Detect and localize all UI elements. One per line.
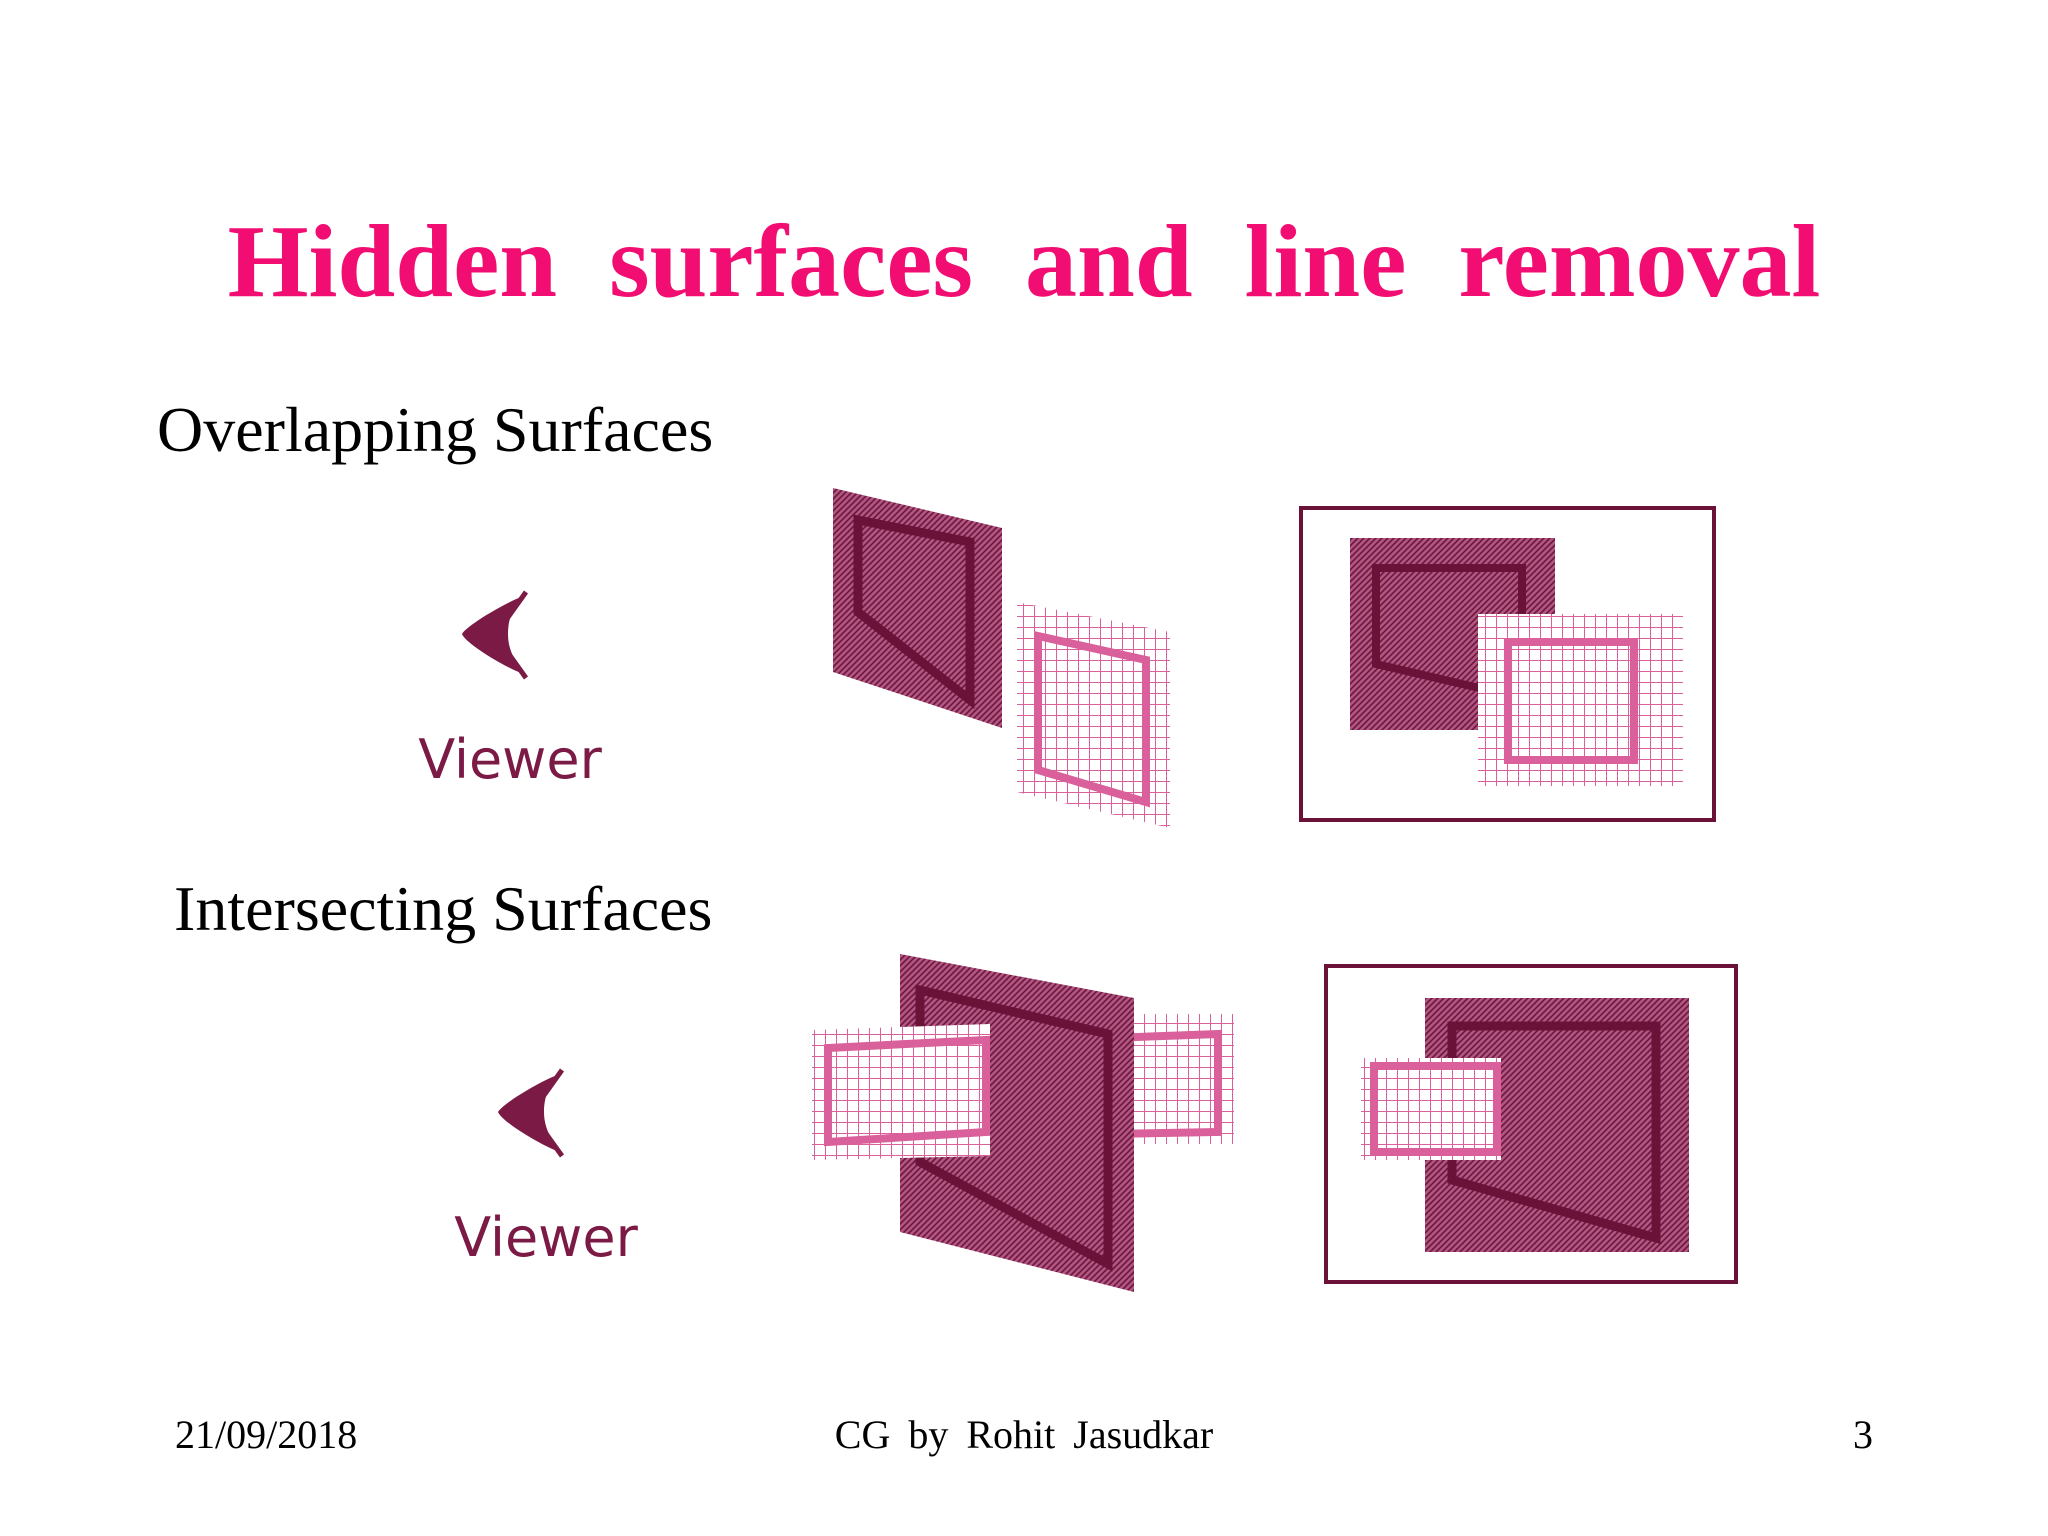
projection-frame-overlap xyxy=(1299,506,1716,822)
light-surface-overlap-3d xyxy=(1017,602,1170,828)
viewer-eye-icon-intersect xyxy=(498,1068,565,1158)
viewer-label-overlap: Viewer xyxy=(418,728,602,791)
overlapping-surfaces-label: Overlapping Surfaces xyxy=(157,394,714,465)
light-surface-intersect-front xyxy=(812,1024,990,1160)
light-surface-intersect-behind xyxy=(1109,1014,1234,1144)
footer-credit: CG by Rohit Jasudkar xyxy=(834,1412,1214,1457)
slide-title: Hidden surfaces and line removal xyxy=(227,204,1821,319)
intersecting-surfaces-label: Intersecting Surfaces xyxy=(174,873,713,944)
dark-surface-overlap-3d xyxy=(833,488,1002,728)
footer-page-number: 3 xyxy=(1853,1412,1873,1457)
footer-date: 21/09/2018 xyxy=(175,1412,358,1457)
viewer-eye-icon-overlap xyxy=(462,590,529,680)
projection-frame-intersect xyxy=(1324,964,1738,1284)
viewer-label-intersect: Viewer xyxy=(454,1206,638,1269)
